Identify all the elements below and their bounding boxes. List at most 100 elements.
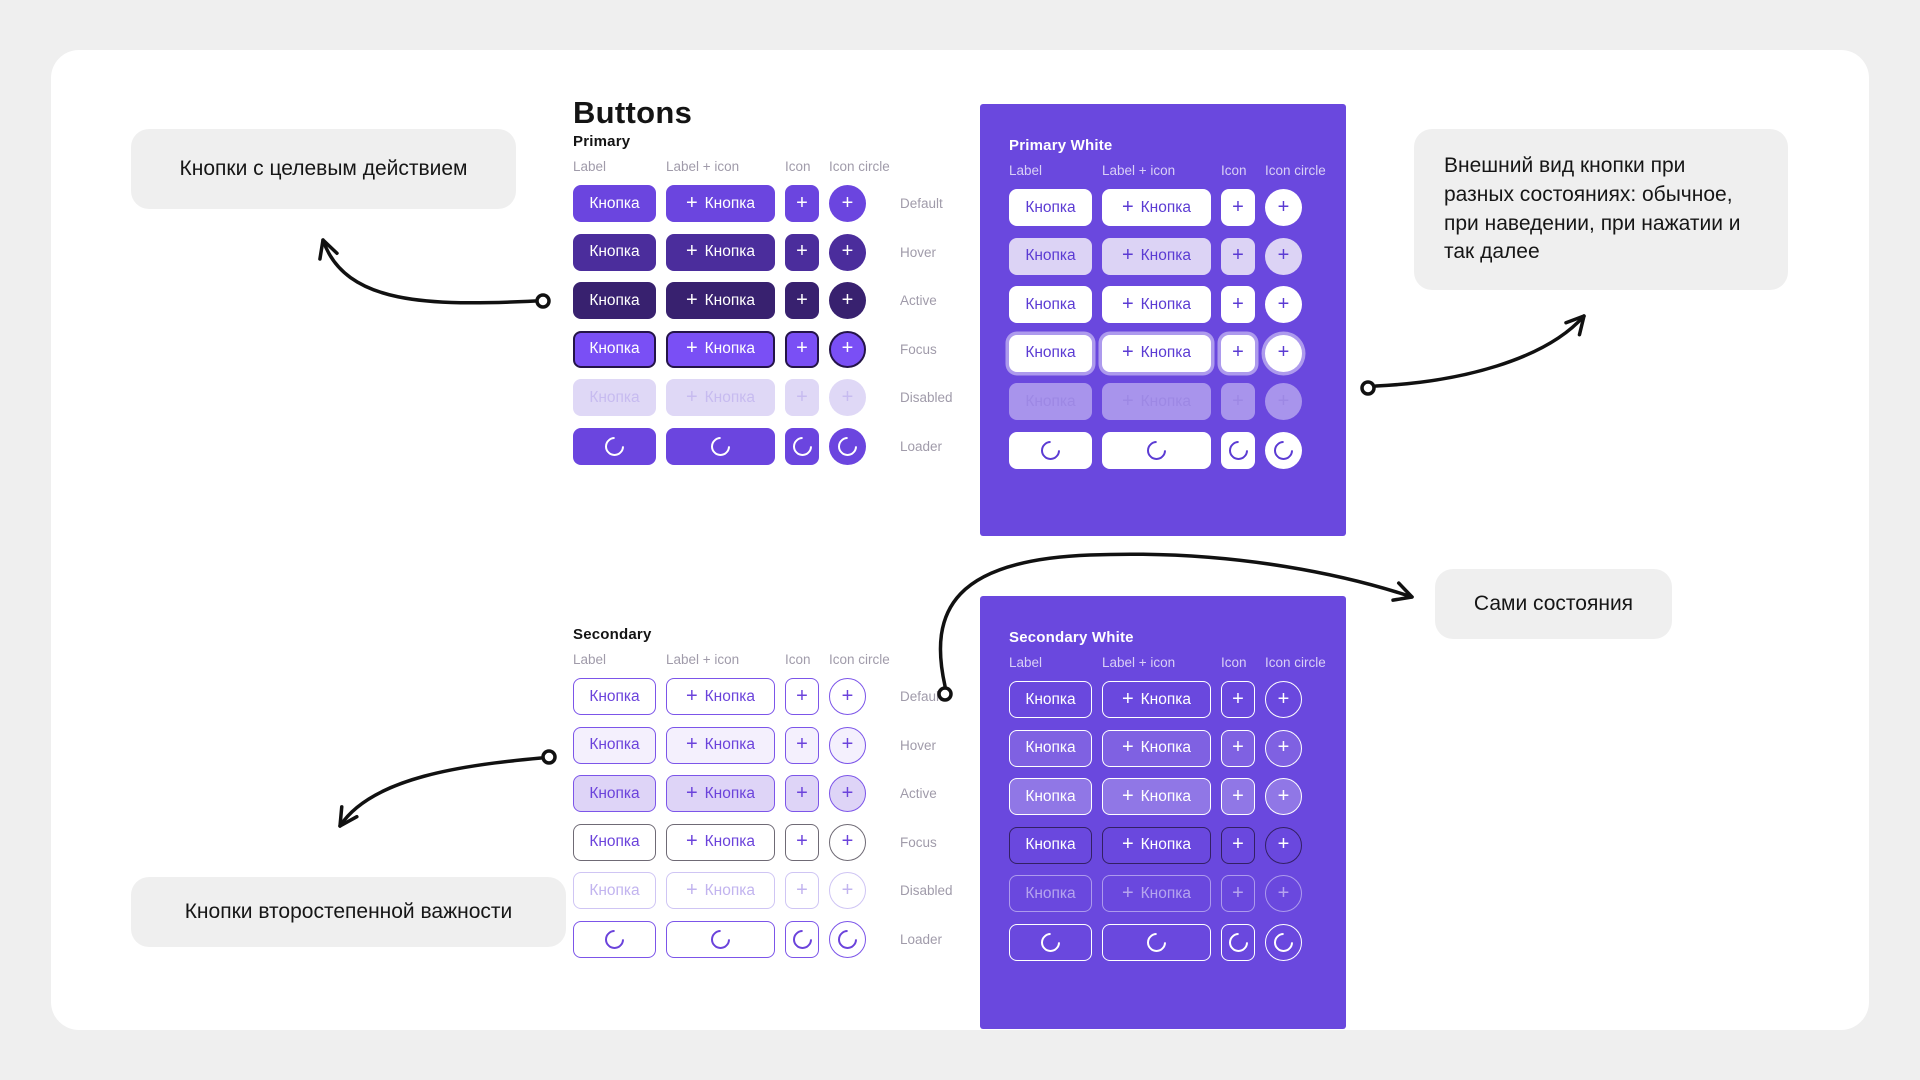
secondary-default-labelicon-button[interactable]: +Кнопка bbox=[666, 678, 775, 715]
primary-white-disabled-icon-button[interactable]: + bbox=[1221, 383, 1255, 420]
secondary-hover-labelicon-button[interactable]: +Кнопка bbox=[666, 726, 775, 764]
secondary-default-label-button[interactable]: Кнопка bbox=[573, 678, 656, 715]
secondary-disabled-label-button[interactable]: Кнопка bbox=[573, 872, 656, 909]
secondary-focus-circle-button[interactable]: + bbox=[829, 823, 866, 861]
secondary-white-default-icon-button[interactable]: + bbox=[1221, 681, 1255, 718]
primary-hover-label-button[interactable]: Кнопка bbox=[573, 233, 656, 271]
primary-white-active-icon-button[interactable]: + bbox=[1221, 286, 1255, 323]
primary-focus-labelicon-button[interactable]: +Кнопка bbox=[666, 330, 775, 368]
primary-white-focus-icon-button[interactable]: + bbox=[1221, 334, 1255, 372]
secondary-white-hover-labelicon-button[interactable]: +Кнопка bbox=[1102, 729, 1211, 767]
primary-white-active-labelicon-button[interactable]: +Кнопка bbox=[1102, 286, 1211, 323]
secondary-active-label-button[interactable]: Кнопка bbox=[573, 775, 656, 812]
primary-white-hover-label-button[interactable]: Кнопка bbox=[1009, 237, 1092, 275]
primary-white-default-label-button[interactable]: Кнопка bbox=[1009, 189, 1092, 226]
primary-loader-label-button[interactable] bbox=[573, 427, 656, 465]
primary-active-labelicon-button[interactable]: +Кнопка bbox=[666, 282, 775, 319]
primary-white-loader-circle-button[interactable] bbox=[1265, 431, 1302, 469]
primary-white-loader-label-button[interactable] bbox=[1009, 431, 1092, 469]
secondary-loader-labelicon-button[interactable] bbox=[666, 920, 775, 958]
secondary-loader-circle-button[interactable] bbox=[829, 920, 866, 958]
primary-white-disabled-label-button[interactable]: Кнопка bbox=[1009, 383, 1092, 420]
primary-default-circle-button[interactable]: + bbox=[829, 185, 866, 222]
secondary-white-default-label-button[interactable]: Кнопка bbox=[1009, 681, 1092, 718]
plus-icon: + bbox=[685, 781, 698, 804]
primary-white-active-circle-button[interactable]: + bbox=[1265, 286, 1302, 323]
primary-disabled-circle-button[interactable]: + bbox=[829, 379, 866, 416]
secondary-loader-icon-button[interactable] bbox=[785, 920, 819, 958]
primary-white-loader-labelicon-button[interactable] bbox=[1102, 431, 1211, 469]
secondary-white-focus-label-button[interactable]: Кнопка bbox=[1009, 826, 1092, 864]
primary-white-disabled-labelicon-button[interactable]: +Кнопка bbox=[1102, 383, 1211, 420]
primary-loader-icon-button[interactable] bbox=[785, 427, 819, 465]
primary-focus-icon-button[interactable]: + bbox=[785, 330, 819, 368]
primary-white-hover-labelicon-button[interactable]: +Кнопка bbox=[1102, 237, 1211, 275]
primary-white-focus-labelicon-button[interactable]: +Кнопка bbox=[1102, 334, 1211, 372]
primary-default-icon-button[interactable]: + bbox=[785, 185, 819, 222]
primary-disabled-labelicon-button[interactable]: +Кнопка bbox=[666, 379, 775, 416]
secondary-active-labelicon-button[interactable]: +Кнопка bbox=[666, 775, 775, 812]
primary-default-labelicon-button[interactable]: +Кнопка bbox=[666, 185, 775, 222]
secondary-white-hover-icon-button[interactable]: + bbox=[1221, 729, 1255, 767]
secondary-active-icon-button[interactable]: + bbox=[785, 775, 819, 812]
secondary-focus-labelicon-button[interactable]: +Кнопка bbox=[666, 823, 775, 861]
secondary-white-default-circle-button[interactable]: + bbox=[1265, 681, 1302, 718]
secondary-white-hover-circle-button[interactable]: + bbox=[1265, 729, 1302, 767]
secondary-white-active-label-button[interactable]: Кнопка bbox=[1009, 778, 1092, 815]
primary-focus-circle-button[interactable]: + bbox=[829, 330, 866, 368]
secondary-hover-label-button[interactable]: Кнопка bbox=[573, 726, 656, 764]
secondary-active-circle-button[interactable]: + bbox=[829, 775, 866, 812]
primary-focus-label-button[interactable]: Кнопка bbox=[573, 330, 656, 368]
secondary-white-loader-circle-button[interactable] bbox=[1265, 923, 1302, 961]
primary-hover-circle-button[interactable]: + bbox=[829, 233, 866, 271]
primary-hover-icon-button[interactable]: + bbox=[785, 233, 819, 271]
secondary-white-focus-icon-button[interactable]: + bbox=[1221, 826, 1255, 864]
secondary-white-disabled-circle-button[interactable]: + bbox=[1265, 875, 1302, 912]
primary-hover-labelicon-button[interactable]: +Кнопка bbox=[666, 233, 775, 271]
primary-white-active-label-button[interactable]: Кнопка bbox=[1009, 286, 1092, 323]
secondary-default-icon-button[interactable]: + bbox=[785, 678, 819, 715]
primary-disabled-label-button[interactable]: Кнопка bbox=[573, 379, 656, 416]
primary-default-label-button[interactable]: Кнопка bbox=[573, 185, 656, 222]
primary-white-focus-label-button[interactable]: Кнопка bbox=[1009, 334, 1092, 372]
secondary-hover-icon-button[interactable]: + bbox=[785, 726, 819, 764]
secondary-white-active-circle-button[interactable]: + bbox=[1265, 778, 1302, 815]
secondary-white-loader-label-button[interactable] bbox=[1009, 923, 1092, 961]
secondary-focus-icon-button[interactable]: + bbox=[785, 823, 819, 861]
primary-white-loader-icon-button[interactable] bbox=[1221, 431, 1255, 469]
secondary-white-row-default: Кнопка +Кнопка + + bbox=[1009, 681, 1346, 718]
loader-spinner-icon bbox=[788, 925, 816, 953]
column-headers: Label Label + icon Icon Icon circle bbox=[573, 653, 953, 667]
primary-disabled-icon-button[interactable]: + bbox=[785, 379, 819, 416]
secondary-disabled-icon-button[interactable]: + bbox=[785, 872, 819, 909]
primary-white-focus-circle-button[interactable]: + bbox=[1265, 334, 1302, 372]
primary-white-hover-icon-button[interactable]: + bbox=[1221, 237, 1255, 275]
primary-white-hover-circle-button[interactable]: + bbox=[1265, 237, 1302, 275]
primary-white-default-labelicon-button[interactable]: +Кнопка bbox=[1102, 189, 1211, 226]
secondary-white-focus-labelicon-button[interactable]: +Кнопка bbox=[1102, 826, 1211, 864]
secondary-hover-circle-button[interactable]: + bbox=[829, 726, 866, 764]
secondary-white-hover-label-button[interactable]: Кнопка bbox=[1009, 729, 1092, 767]
secondary-default-circle-button[interactable]: + bbox=[829, 678, 866, 715]
primary-white-default-circle-button[interactable]: + bbox=[1265, 189, 1302, 226]
secondary-white-active-icon-button[interactable]: + bbox=[1221, 778, 1255, 815]
secondary-white-active-labelicon-button[interactable]: +Кнопка bbox=[1102, 778, 1211, 815]
primary-active-circle-button[interactable]: + bbox=[829, 282, 866, 319]
secondary-white-loader-labelicon-button[interactable] bbox=[1102, 923, 1211, 961]
secondary-loader-label-button[interactable] bbox=[573, 920, 656, 958]
secondary-white-disabled-labelicon-button[interactable]: +Кнопка bbox=[1102, 875, 1211, 912]
primary-white-disabled-circle-button[interactable]: + bbox=[1265, 383, 1302, 420]
secondary-white-focus-circle-button[interactable]: + bbox=[1265, 826, 1302, 864]
secondary-white-disabled-label-button[interactable]: Кнопка bbox=[1009, 875, 1092, 912]
secondary-disabled-labelicon-button[interactable]: +Кнопка bbox=[666, 872, 775, 909]
secondary-white-default-labelicon-button[interactable]: +Кнопка bbox=[1102, 681, 1211, 718]
primary-loader-labelicon-button[interactable] bbox=[666, 427, 775, 465]
primary-loader-circle-button[interactable] bbox=[829, 427, 866, 465]
primary-active-icon-button[interactable]: + bbox=[785, 282, 819, 319]
secondary-focus-label-button[interactable]: Кнопка bbox=[573, 823, 656, 861]
primary-white-default-icon-button[interactable]: + bbox=[1221, 189, 1255, 226]
secondary-disabled-circle-button[interactable]: + bbox=[829, 872, 866, 909]
secondary-white-loader-icon-button[interactable] bbox=[1221, 923, 1255, 961]
primary-active-label-button[interactable]: Кнопка bbox=[573, 282, 656, 319]
secondary-white-disabled-icon-button[interactable]: + bbox=[1221, 875, 1255, 912]
